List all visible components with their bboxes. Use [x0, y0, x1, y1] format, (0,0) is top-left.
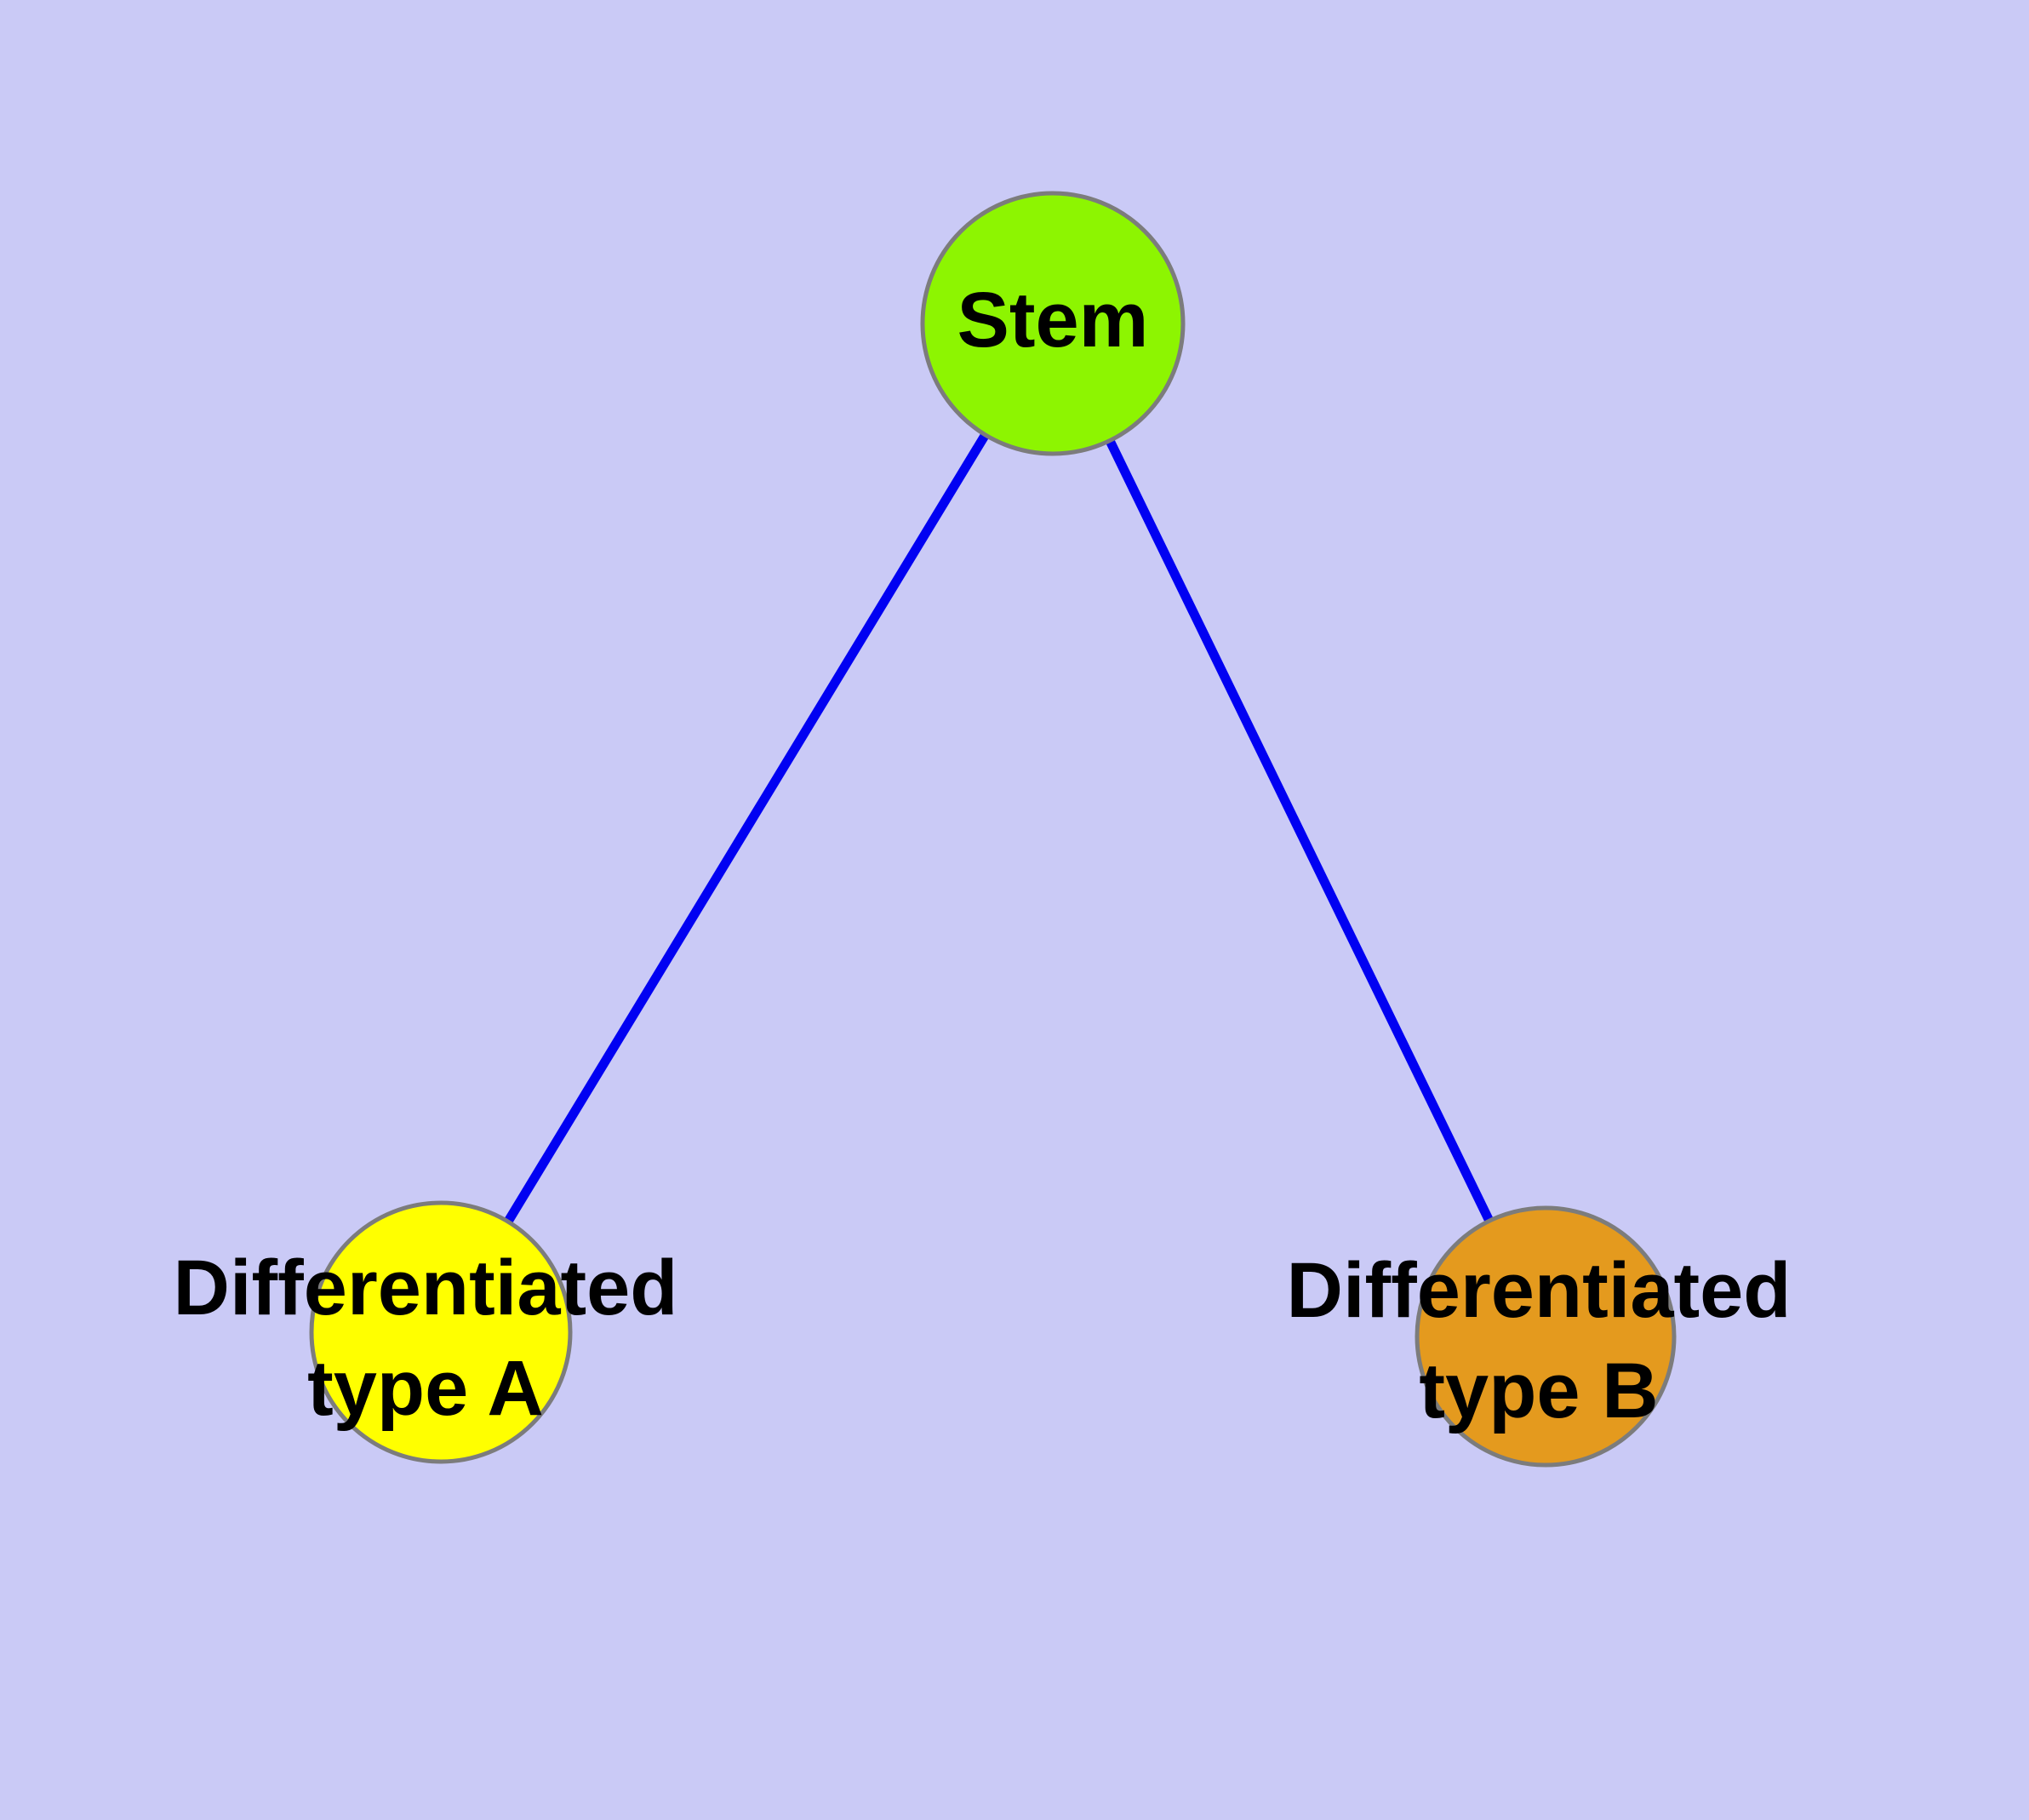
node-stem[interactable]: Stem — [920, 191, 1186, 456]
stem-node-circle[interactable] — [920, 191, 1186, 456]
differentiated-type-a-node-circle[interactable] — [309, 1200, 573, 1464]
edge-stem-to-type-a — [436, 318, 1058, 1337]
edge-stem-to-type-b — [1048, 318, 1551, 1342]
differentiated-type-b-node-circle[interactable] — [1415, 1205, 1677, 1468]
